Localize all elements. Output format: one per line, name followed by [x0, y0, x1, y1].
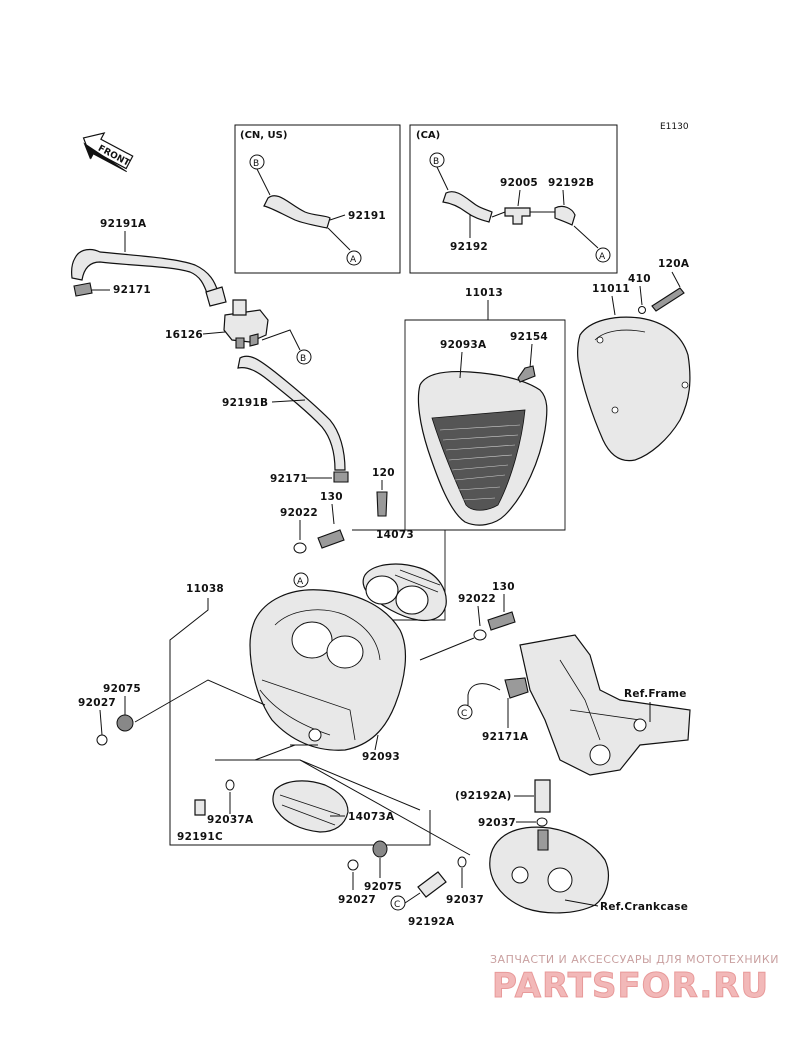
label-16126: 16126 [165, 329, 203, 341]
label-92191a: 92191A [100, 218, 147, 230]
label-92191c: 92191C [177, 831, 223, 843]
label-92191b: 92191B [222, 397, 268, 409]
label-92192: 92192 [450, 241, 488, 253]
frame-reference: Ref.Frame C 92171A [457, 634, 691, 776]
ref-b-main: B [300, 354, 306, 364]
label-11038: 11038 [186, 583, 224, 595]
label-92093: 92093 [362, 751, 400, 763]
diagram-code: E1130 [660, 122, 689, 132]
air-filter-11013: 11013 92093A 92154 [404, 287, 566, 531]
variant-box-ca: (CA) B 92005 92192B 92192 A [409, 124, 618, 274]
label-92093a: 92093A [440, 339, 487, 351]
lower-duct-14073a: 14073A 92037A 92191C [177, 759, 421, 843]
front-arrow-icon: FRONT [82, 132, 134, 173]
ref-frame-label: Ref.Frame [624, 688, 687, 700]
variant-label-ca: (CA) [416, 130, 440, 141]
label-11013: 11013 [465, 287, 503, 299]
hose-92192b [554, 205, 576, 226]
ref-c-frame: C [461, 709, 467, 719]
label-92192a-paren: (92192A) [455, 790, 512, 802]
label-92037-bottom: 92037 [446, 894, 484, 906]
label-92171-mid: 92171 [270, 473, 308, 485]
ref-b-cn: B [253, 159, 259, 169]
ref-c-bottom: C [394, 900, 400, 910]
duct-14073: 14073 [352, 529, 447, 622]
label-92022-top: 92022 [280, 507, 318, 519]
watermark-tagline: ЗАПЧАСТИ И АКСЕССУАРЫ ДЛЯ МОТОТЕХНИКИ [490, 953, 779, 966]
bottom-parts: 92027 92075 C 92192A 92037 [299, 759, 484, 928]
label-92192a-bottom: 92192A [408, 916, 455, 928]
label-410: 410 [628, 273, 651, 285]
label-130-top: 130 [320, 491, 343, 503]
fasteners-right: 130 92022 [419, 581, 516, 661]
label-92192b: 92192B [548, 177, 594, 189]
label-92154: 92154 [510, 331, 548, 343]
label-92027-bottom: 92027 [338, 894, 376, 906]
cover-11011: 11011 410 120A [577, 258, 691, 462]
label-92075-left: 92075 [103, 683, 141, 695]
joint-92005 [504, 207, 531, 225]
label-92027-left: 92027 [78, 697, 116, 709]
ref-a-ca: A [599, 252, 606, 262]
label-92075-bottom: 92075 [364, 881, 402, 893]
label-92037a: 92037A [207, 814, 254, 826]
hose-92192 [442, 191, 493, 223]
label-92171a: 92171A [482, 731, 529, 743]
label-92037-right: 92037 [478, 817, 516, 829]
label-120: 120 [372, 467, 395, 479]
ref-a-cn: A [350, 255, 357, 265]
crankcase-reference: (92192A) 92037 Ref.Crankcase [455, 779, 688, 914]
grommets-left: 92075 92027 [78, 679, 266, 746]
hose-assembly-92191a: 92191A 92171 [71, 218, 227, 307]
hose-92191b: 92191B 92171 [222, 355, 349, 485]
label-11011: 11011 [592, 283, 630, 295]
hose-92191 [263, 195, 331, 229]
label-130-right: 130 [492, 581, 515, 593]
variant-label-cn-us: (CN, US) [240, 130, 287, 141]
variant-box-cn-us: (CN, US) B 92191 A [234, 124, 401, 274]
ref-b-ca: B [433, 157, 439, 167]
housing-11038: A 11038 92093 [169, 572, 431, 846]
label-92191: 92191 [348, 210, 386, 222]
watermark-brand: PARTSFOR.RU [492, 966, 769, 1006]
ref-crankcase-label: Ref.Crankcase [600, 901, 688, 913]
label-14073: 14073 [376, 529, 414, 541]
ref-a-main: A [297, 577, 304, 587]
label-92022-right: 92022 [458, 593, 496, 605]
label-14073a: 14073A [348, 811, 395, 823]
valve-16126: 16126 B [165, 299, 312, 365]
fasteners-top: 120 130 92022 [280, 467, 395, 554]
label-92171-top: 92171 [113, 284, 151, 296]
watermark: ЗАПЧАСТИ И АКСЕССУАРЫ ДЛЯ МОТОТЕХНИКИ PA… [490, 953, 779, 1007]
label-120a: 120A [658, 258, 690, 270]
label-92005: 92005 [500, 177, 538, 189]
